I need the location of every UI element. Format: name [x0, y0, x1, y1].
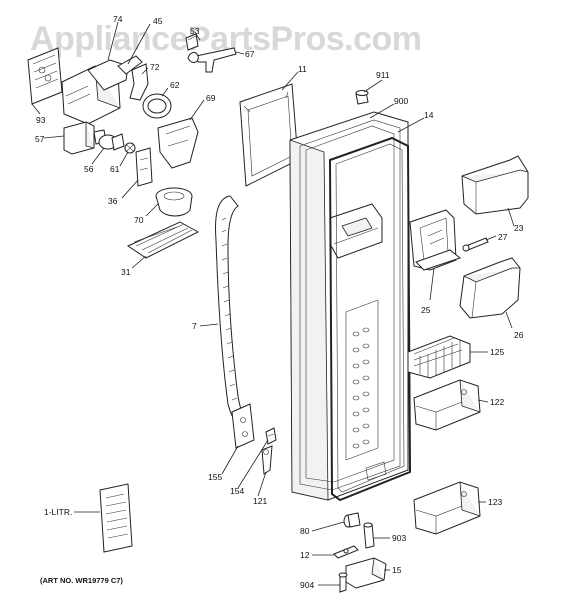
leader-lines — [31, 21, 515, 586]
label-122: 122 — [490, 397, 504, 407]
handle-7 — [215, 195, 253, 433]
label-93: 93 — [36, 115, 46, 125]
bin-23 — [461, 155, 529, 215]
dispenser-housing — [61, 55, 143, 125]
dispenser-bracket-25 — [409, 209, 462, 271]
label-45: 45 — [153, 16, 163, 26]
label-36: 36 — [108, 196, 118, 206]
hinge-155 — [231, 403, 255, 449]
owners-manual — [99, 483, 133, 553]
label-123: 123 — [488, 497, 502, 507]
label-903: 903 — [392, 533, 406, 543]
label-56: 56 — [84, 164, 94, 174]
gasket-14 — [328, 136, 412, 502]
label-80: 80 — [300, 526, 310, 536]
lever-72 — [129, 63, 149, 101]
label-904: 904 — [300, 580, 314, 590]
label-62: 62 — [170, 80, 180, 90]
label-14: 14 — [424, 110, 434, 120]
chute-69 — [157, 117, 199, 169]
ring-62 — [142, 93, 172, 119]
label-53: 53 — [190, 26, 200, 36]
label-11: 11 — [298, 64, 307, 74]
label-15: 15 — [392, 565, 402, 575]
door-900 — [289, 111, 409, 501]
label-70: 70 — [134, 215, 144, 225]
door-ribs — [352, 327, 370, 449]
label-125: 125 — [490, 347, 504, 357]
solenoid-57 — [63, 121, 107, 155]
cover-panel-11 — [239, 83, 299, 187]
label-154: 154 — [230, 486, 244, 496]
label-manual: 1-LITR. — [44, 507, 72, 517]
label-74: 74 — [113, 14, 123, 24]
part-labels: 74 45 53 67 72 93 62 69 57 56 61 36 70 3… — [35, 14, 524, 590]
screw-904 — [338, 572, 348, 593]
motor-56 — [98, 133, 125, 151]
screw-27 — [462, 237, 489, 252]
label-25: 25 — [421, 305, 431, 315]
art-number: (ART NO. WR19779 C7) — [40, 576, 123, 585]
label-23: 23 — [514, 223, 524, 233]
bin-26 — [459, 257, 521, 319]
actuator-arm-67 — [187, 47, 237, 73]
dispenser-control-panel — [27, 47, 63, 105]
gear-61 — [124, 142, 136, 154]
label-12: 12 — [300, 550, 310, 560]
bracket-154 — [265, 427, 277, 445]
hinge-pin-121 — [261, 445, 273, 475]
label-121: 121 — [253, 496, 267, 506]
label-155: 155 — [208, 472, 222, 482]
clip-12 — [333, 545, 359, 559]
cup-70 — [155, 187, 193, 217]
label-7: 7 — [192, 321, 197, 331]
screw-80 — [343, 512, 361, 528]
label-27: 27 — [498, 232, 508, 242]
label-67: 67 — [245, 49, 255, 59]
cap-911 — [355, 90, 369, 105]
switch-36 — [135, 147, 153, 187]
label-72: 72 — [150, 62, 160, 72]
label-900: 900 — [394, 96, 408, 106]
shelf-bin-122 — [413, 379, 481, 431]
label-31: 31 — [121, 267, 131, 277]
label-57: 57 — [35, 134, 45, 144]
grille-31 — [126, 221, 200, 259]
tube-903 — [363, 522, 375, 549]
wire-shelf-125 — [407, 335, 471, 379]
shelf-bin-123 — [413, 481, 481, 535]
label-911: 911 — [376, 70, 390, 80]
bracket-53 — [185, 33, 199, 51]
label-61: 61 — [110, 164, 120, 174]
label-69: 69 — [206, 93, 216, 103]
bracket-15 — [345, 557, 387, 589]
label-26: 26 — [514, 330, 524, 340]
